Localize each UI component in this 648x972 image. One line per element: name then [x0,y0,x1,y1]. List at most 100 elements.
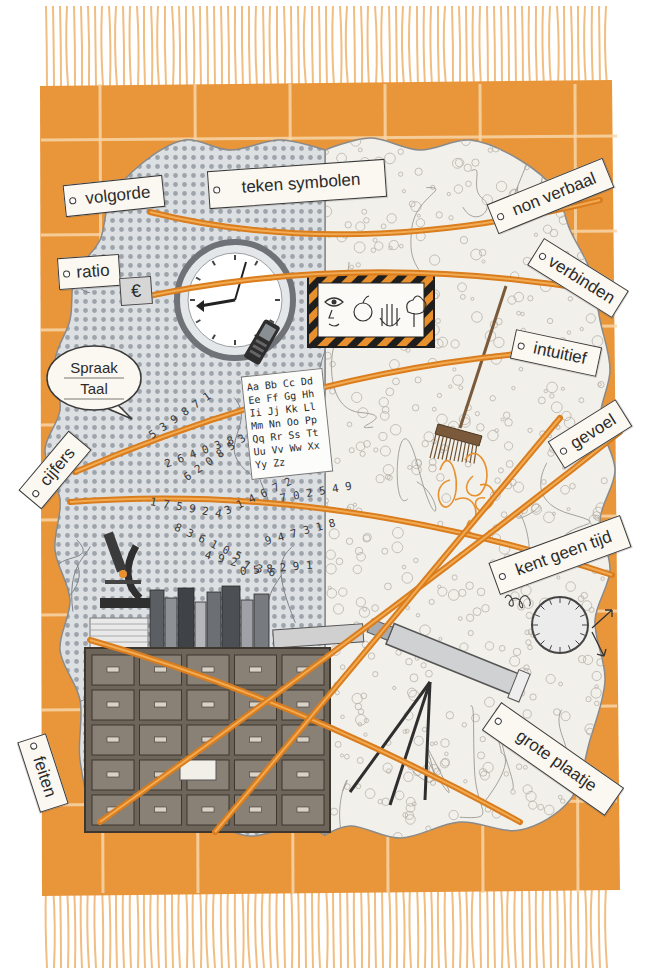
texture-circle [496,142,503,149]
texture-line [332,346,377,428]
texture-circle [542,480,547,485]
texture-circle [417,214,420,217]
fringe-thread [361,6,362,86]
drawer [235,725,277,755]
fringe-thread [214,6,215,86]
fringe-thread [326,886,328,968]
texture-circle [594,701,599,706]
fringe-thread [304,6,306,86]
label-tag: ratio [57,254,121,290]
clock-tick [213,261,216,265]
texture-circle [494,337,504,347]
texture-circle [510,656,520,666]
node-text: teken symbolen [241,170,361,198]
book [178,588,194,648]
rug-grid [41,84,617,893]
texture-circle [544,389,547,392]
fringe-thread [200,6,201,86]
fringe-thread [508,6,509,86]
texture-circle [535,149,545,159]
texture-circle [546,159,550,163]
fringe-thread [417,886,418,968]
texture-circle [588,143,599,154]
texture-circle [516,764,521,769]
fringe-thread [53,6,54,86]
book [241,600,253,648]
texture-circle [347,422,352,427]
fringe-thread [409,886,411,968]
fringe-thread [375,6,377,86]
fringe-thread [88,6,89,86]
texture-circle [336,558,343,565]
book [207,592,221,648]
fringe-thread [557,886,558,968]
texture-circle [598,382,604,388]
clock-face [188,253,282,347]
texture-circle [586,697,591,702]
texture-circle [346,538,352,544]
fringe-thread [381,6,383,86]
texture-circle [355,547,362,554]
fringe-thread [178,886,180,968]
texture-circle [557,576,560,579]
texture-circle [526,640,531,645]
texture-circle [403,813,408,818]
texture-circle [565,149,573,157]
texture-circle [438,587,447,596]
texture-circle [482,260,485,263]
texture-line [72,546,91,611]
node-text: intuitief [531,338,588,369]
texture-circle [589,607,594,612]
texture-circle [399,244,403,248]
fringe-thread [270,886,271,968]
texture-circle [416,219,424,227]
texture-circle [389,240,398,249]
texture-circle [566,582,576,592]
straps [70,200,620,832]
texture-circle [595,685,599,689]
fringe-thread [172,6,174,86]
texture-circle [356,714,367,725]
texture-circle [470,827,476,833]
texture-circle [406,815,416,825]
dial-tick [535,633,540,635]
fringe-thread [249,6,250,86]
book [150,590,164,648]
telescope-tube [386,624,519,695]
texture-circle [387,769,392,774]
fringe-thread [53,886,55,968]
texture-circle [421,663,426,668]
fringe-thread [227,886,229,968]
texture-circle [340,665,345,670]
texture-circle [451,340,459,348]
texture-circle [586,314,595,323]
drawer [282,760,324,790]
fringe-thread [248,886,250,968]
texture-circle [538,397,545,404]
texture-circle [439,637,442,640]
texture-circle [340,754,343,757]
texture-circle [503,412,509,418]
fringe-thread [60,886,61,968]
fringe-thread [255,886,257,968]
fringe-thread [354,6,355,86]
texture-circle [609,685,616,692]
alphabet-sheet: Aa Bb Cc Dd Ee Ff Gg Hh Ii Jj Kk Ll Mm N… [241,368,333,480]
strap [100,432,620,822]
texture-circle [538,804,544,810]
texture-circle [358,709,364,715]
texture-circle [478,752,485,759]
fringe-thread [480,886,481,968]
fringe-thread [430,6,432,86]
drawer-handle [202,667,214,672]
texture-circle [356,263,360,267]
fringe-thread [298,886,299,968]
texture-circle [460,294,465,299]
texture-circle [561,712,570,721]
apple-stem [363,296,369,303]
texture-circle [488,430,498,440]
texture-circle [597,659,604,666]
drawer-handle [155,667,167,672]
texture-circle [567,508,570,511]
texture-circle [429,599,434,604]
